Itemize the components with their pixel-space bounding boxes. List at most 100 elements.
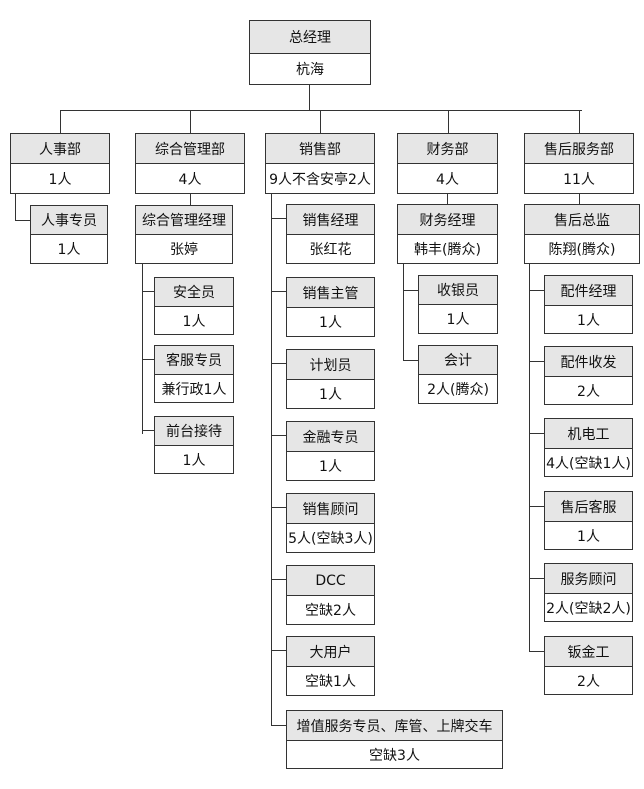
sales-role-box-value: 空缺2人 xyxy=(305,603,356,619)
service-role-box-value: 4人(空缺1人) xyxy=(546,455,631,472)
sales-role-box-value: 5人(空缺3人) xyxy=(288,531,373,547)
connector-line xyxy=(190,110,191,134)
service-role-box-title: 钣金工 xyxy=(545,637,632,667)
connector-line xyxy=(448,110,449,134)
connector-line xyxy=(15,194,16,221)
dept-sales-title: 销售部 xyxy=(266,134,374,164)
connector-line xyxy=(529,433,545,434)
connector-line xyxy=(15,220,31,221)
connector-line xyxy=(142,264,143,434)
service-role-box: 机电工 4人(空缺1人) xyxy=(544,418,633,477)
connector-line xyxy=(271,291,287,292)
service-role-box: 售后客服 1人 xyxy=(544,491,633,550)
sales-role-box-title: 计划员 xyxy=(287,350,374,380)
admin-role-box-value: 1人 xyxy=(182,452,206,469)
connector-line xyxy=(579,194,580,205)
service-role-box-value: 2人(空缺2人) xyxy=(546,600,631,617)
sales-role-box-value: 张红花 xyxy=(309,242,352,258)
connector-line xyxy=(142,359,155,360)
dept-service: 售后服务部 11人 xyxy=(524,133,634,194)
connector-line xyxy=(320,110,321,134)
sales-role-box: DCC 空缺2人 xyxy=(286,565,375,625)
service-role-box: 服务顾问 2人(空缺2人) xyxy=(544,563,633,622)
sales-role-box-value: 1人 xyxy=(319,459,342,475)
finance-manager-box: 财务经理韩丰(腾众) xyxy=(397,204,498,264)
admin-role-box-value: 兼行政1人 xyxy=(161,381,227,398)
service-role-box-value: 1人 xyxy=(577,312,600,329)
service-role-box-title: 机电工 xyxy=(545,419,632,449)
sales-role-box: 增值服务专员、库管、上牌交车空缺3人 xyxy=(286,710,503,769)
dept-sales-value: 9人不含安亭2人 xyxy=(269,171,371,188)
finance-role-box: 收银员 1人 xyxy=(418,275,498,334)
connector-line xyxy=(447,194,448,205)
connector-line xyxy=(529,578,545,579)
connector-line xyxy=(142,291,155,292)
service-director-box-title: 售后总监 xyxy=(525,205,639,235)
dept-admin-value: 4人 xyxy=(178,171,202,188)
sales-role-box: 销售经理张红花 xyxy=(286,204,375,264)
admin-role-box-title: 安全员 xyxy=(155,278,233,307)
service-role-box-title: 售后客服 xyxy=(545,492,632,522)
connector-line xyxy=(60,110,61,134)
admin-manager-box-title: 综合管理经理 xyxy=(136,206,232,235)
dept-finance-title: 财务部 xyxy=(398,134,497,164)
service-role-box-title: 服务顾问 xyxy=(545,564,632,594)
sales-role-box-title: DCC xyxy=(287,566,374,596)
service-director-box: 售后总监陈翔(腾众) xyxy=(524,204,640,264)
finance-role-box-title: 收银员 xyxy=(419,276,497,305)
sales-role-box: 计划员 1人 xyxy=(286,349,375,409)
connector-line xyxy=(190,194,191,206)
dept-service-title: 售后服务部 xyxy=(525,134,633,164)
sales-role-box: 销售顾问 5人(空缺3人) xyxy=(286,493,375,553)
sales-role-box-title: 增值服务专员、库管、上牌交车 xyxy=(287,711,502,741)
connector-line xyxy=(271,363,287,364)
finance-role-box-value: 2人(腾众) xyxy=(427,382,489,398)
admin-role-box-title: 前台接待 xyxy=(155,417,233,446)
dept-sales: 销售部 9人不含安亭2人 xyxy=(265,133,375,194)
admin-role-box: 安全员 1人 xyxy=(154,277,234,335)
hr-specialist-box-title: 人事专员 xyxy=(31,206,107,235)
dept-finance-value: 4人 xyxy=(436,171,459,188)
ceo-box: 总经理杭海 xyxy=(249,20,371,85)
connector-line xyxy=(529,651,545,652)
sales-role-box: 大用户空缺1人 xyxy=(286,636,375,696)
service-role-box-title: 配件经理 xyxy=(545,276,632,306)
sales-role-box-title: 金融专员 xyxy=(287,422,374,452)
dept-service-value: 11人 xyxy=(563,171,595,188)
sales-role-box-value: 1人 xyxy=(319,387,342,403)
connector-line xyxy=(403,264,404,361)
connector-line xyxy=(271,435,287,436)
sales-role-box-value: 1人 xyxy=(319,315,342,331)
connector-line xyxy=(529,290,545,291)
ceo-box-title: 总经理 xyxy=(250,21,370,54)
dept-finance: 财务部 4人 xyxy=(397,133,498,194)
connector-line xyxy=(60,110,582,111)
finance-role-box-value: 1人 xyxy=(446,312,470,328)
dept-admin-title: 综合管理部 xyxy=(136,134,244,164)
sales-role-box-title: 大用户 xyxy=(287,637,374,667)
connector-line xyxy=(271,650,287,651)
ceo-box-value: 杭海 xyxy=(296,62,324,78)
admin-role-box-title: 客服专员 xyxy=(155,346,233,375)
dept-hr: 人事部 1人 xyxy=(10,133,110,194)
connector-line xyxy=(271,218,287,219)
dept-admin: 综合管理部 4人 xyxy=(135,133,245,194)
service-role-box: 配件经理 1人 xyxy=(544,275,633,334)
connector-line xyxy=(529,264,530,652)
finance-manager-box-title: 财务经理 xyxy=(398,205,497,235)
sales-role-box-title: 销售顾问 xyxy=(287,494,374,524)
connector-line xyxy=(271,725,287,726)
connector-line xyxy=(271,579,287,580)
service-role-box-value: 1人 xyxy=(577,528,600,545)
dept-hr-title: 人事部 xyxy=(11,134,109,164)
finance-manager-box-value: 韩丰(腾众) xyxy=(414,242,481,258)
admin-manager-box-value: 张婷 xyxy=(170,242,198,258)
admin-role-box-value: 1人 xyxy=(182,313,206,330)
dept-hr-value: 1人 xyxy=(48,171,72,188)
admin-role-box: 前台接待 1人 xyxy=(154,416,234,474)
